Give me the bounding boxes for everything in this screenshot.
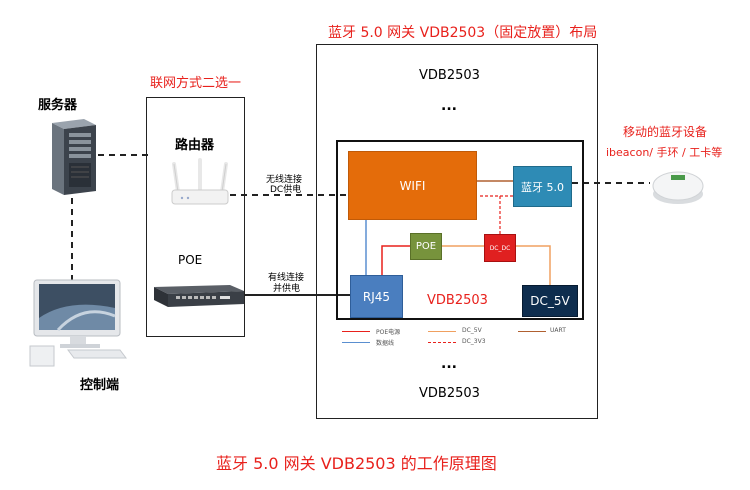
legend-label-dc5v: DC_5V <box>462 327 482 334</box>
wired-connection-text: 有线连接 <box>268 273 305 283</box>
dc-power-text: DC供电 <box>270 185 302 195</box>
legend-swatch-poe-power <box>342 331 370 332</box>
dc5v-module-label: DC_5V <box>530 294 570 308</box>
rj45-module: RJ45 <box>350 275 403 318</box>
poe-module-label: POE <box>415 241 437 252</box>
dcdc-dc5v-line <box>516 245 551 285</box>
legend-swatch-dc3v3 <box>428 342 456 343</box>
mobile-device-examples: ibeacon/ 手环 / 工卡等 <box>606 146 723 159</box>
wireless-connection-text: 无线连接 <box>266 175 303 185</box>
poe-switch-icon <box>150 283 246 309</box>
legend: POE电源 DC_5V UART 数据线 DC_3V3 <box>336 326 584 350</box>
pcb-board <box>336 140 584 320</box>
legend-label-dc3v3: DC_3V3 <box>462 338 486 345</box>
device-outer-box <box>316 44 598 419</box>
network-method-box <box>146 97 245 337</box>
rj45-module-label: RJ45 <box>362 289 391 304</box>
legend-swatch-dc5v <box>428 331 456 332</box>
legend-label-uart: UART <box>550 327 566 334</box>
poe-module: POE <box>410 233 442 260</box>
mobile-device-title: 移动的蓝牙设备 <box>623 125 708 139</box>
legend-swatch-data <box>342 342 370 343</box>
device-name-bottom: VDB2503 <box>419 386 480 401</box>
ellipsis-top: ... <box>441 98 457 114</box>
diagram-title-top: 蓝牙 5.0 网关 VDB2503（固定放置）布局 <box>328 25 598 41</box>
wifi-module: WIFI <box>348 151 477 220</box>
router-label: 路由器 <box>175 138 215 153</box>
server-icon <box>46 117 98 197</box>
poe-switch-label: POE <box>178 253 203 267</box>
wifi-module-label: WIFI <box>399 178 426 193</box>
console-label: 控制端 <box>80 378 120 393</box>
computer-icon <box>28 278 128 370</box>
beacon-icon <box>650 166 706 206</box>
device-name-top: VDB2503 <box>419 68 480 83</box>
network-method-label: 联网方式二选一 <box>150 76 242 91</box>
dcdc-module-label: DC_DC <box>489 244 511 252</box>
legend-label-data: 数据线 <box>376 340 395 347</box>
server-label: 服务器 <box>38 98 78 113</box>
combined-power-text: 并供电 <box>273 284 301 294</box>
poe-power-line <box>381 245 410 275</box>
legend-swatch-uart <box>518 331 546 332</box>
diagram-title-bottom: 蓝牙 5.0 网关 VDB2503 的工作原理图 <box>216 454 497 473</box>
bluetooth-module-label: 蓝牙 5.0 <box>521 180 564 194</box>
dcdc-module: DC_DC <box>484 234 516 262</box>
legend-label-poe-power: POE电源 <box>376 329 401 336</box>
bluetooth-module: 蓝牙 5.0 <box>513 166 572 207</box>
router-icon <box>168 158 232 208</box>
dc5v-module: DC_5V <box>522 285 578 317</box>
board-model-label: VDB2503 <box>427 293 488 308</box>
ellipsis-bottom: ... <box>441 356 457 372</box>
